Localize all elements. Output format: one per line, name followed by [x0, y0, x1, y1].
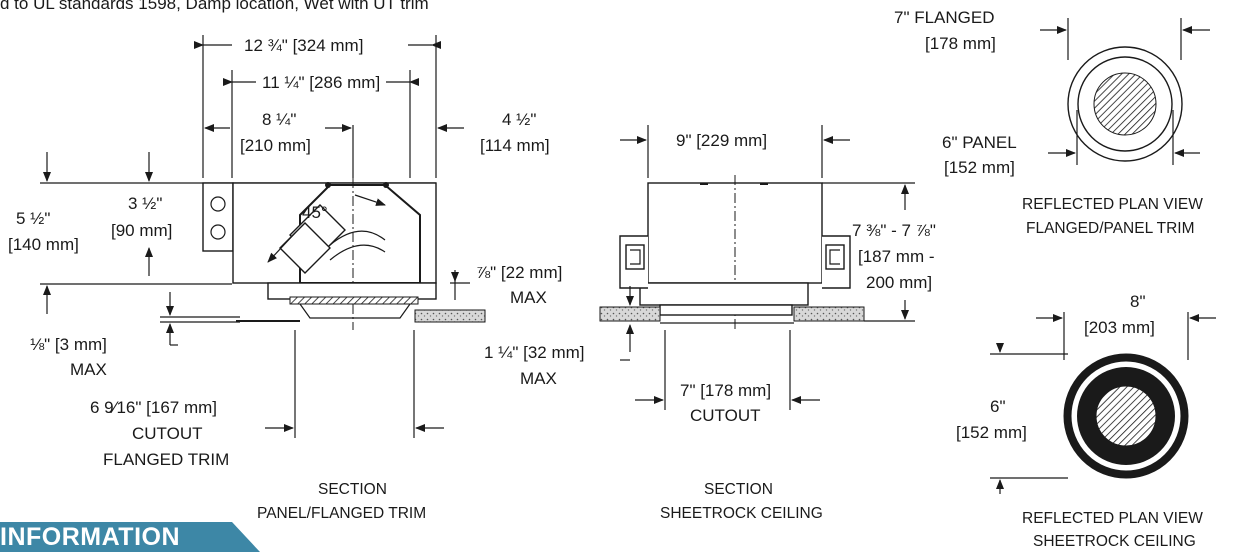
tilt-angle: 45°: [302, 203, 328, 222]
caption-section-sheetrock-b: SHEETROCK CEILING: [660, 505, 823, 522]
dim-side-in: 4 ½": [502, 110, 536, 129]
dim-height-in: 5 ½": [16, 209, 50, 228]
dim-offset-in: 8 ¼": [262, 110, 296, 129]
dim-sheetrock-cutout: 7" [178 mm]: [680, 381, 771, 400]
dim-sheetrock-height-mm-b: 200 mm]: [866, 273, 932, 292]
dim-plan-width-mm: [203 mm]: [1084, 318, 1155, 337]
dim-side-mm: [114 mm]: [480, 136, 550, 155]
dim-plan-height: 6": [990, 397, 1006, 416]
dim-body-width: 11 ¼" [286 mm]: [262, 73, 380, 92]
dim-sheetrock-cutout-label: CUTOUT: [690, 406, 761, 425]
dim-flange-thk: ⅛" [3 mm]: [30, 335, 107, 354]
dim-cutout-trim: FLANGED TRIM: [103, 450, 229, 469]
dim-flanged: 7" FLANGED: [894, 8, 995, 27]
dim-ceiling-thk: 1 ¼" [32 mm]: [484, 343, 585, 362]
dim-ceiling-max: MAX: [520, 369, 557, 388]
dim-panel: 6" PANEL: [942, 133, 1017, 152]
dim-trim-depth: ⅞" [22 mm]: [476, 263, 562, 282]
dim-offset-mm: [210 mm]: [240, 136, 311, 155]
dim-panel-mm: [152 mm]: [944, 158, 1015, 177]
dim-flanged-mm: [178 mm]: [925, 34, 996, 53]
caption-section-sheetrock-a: SECTION: [704, 481, 773, 498]
dim-sheetrock-width: 9" [229 mm]: [676, 131, 767, 150]
section-panel-flanged: 12 ¾" [324 mm] 11 ¼" [286 mm] 8 ¼" [210 …: [8, 35, 562, 522]
dim-plan-height-mm: [152 mm]: [956, 423, 1027, 442]
dim-flange-max: MAX: [70, 360, 107, 379]
dim-cutout: 6 9⁄16" [167 mm]: [90, 398, 217, 417]
caption-plan-flanged-b: FLANGED/PANEL TRIM: [1026, 220, 1195, 237]
section-sheetrock: 9" [229 mm] 7 ⅜" - 7 ⅞" [187 mm - 200 mm…: [484, 125, 936, 522]
caption-plan-sheetrock-b: SHEETROCK CEILING: [1033, 533, 1196, 550]
plan-flanged-panel: 7" FLANGED [178 mm] 6" PANEL [152 mm] RE…: [894, 8, 1210, 237]
dim-sheetrock-height: 7 ⅜" - 7 ⅞": [852, 221, 936, 240]
dim-overall-width: 12 ¾" [324 mm]: [244, 36, 363, 55]
caption-plan-flanged-a: REFLECTED PLAN VIEW: [1022, 196, 1203, 213]
dim-box-in: 3 ½": [128, 194, 162, 213]
dim-height-mm: [140 mm]: [8, 235, 79, 254]
plan-sheetrock: 8" [203 mm] 6" [152 mm] REFLECTED PLAN V…: [956, 292, 1216, 550]
dim-box-mm: [90 mm]: [111, 221, 172, 240]
info-banner-label: INFORMATION: [0, 523, 181, 551]
dim-sheetrock-height-mm-a: [187 mm -: [858, 247, 935, 266]
caption-plan-sheetrock-a: REFLECTED PLAN VIEW: [1022, 510, 1203, 527]
dim-trim-max: MAX: [510, 288, 547, 307]
info-banner: INFORMATION: [0, 522, 260, 552]
caption-section-panel-b: PANEL/FLANGED TRIM: [257, 505, 426, 522]
spec-note: d to UL standards 1598, Damp location, W…: [0, 0, 429, 13]
dim-cutout-label: CUTOUT: [132, 424, 203, 443]
dim-plan-width: 8": [1130, 292, 1146, 311]
caption-section-panel-a: SECTION: [318, 481, 387, 498]
